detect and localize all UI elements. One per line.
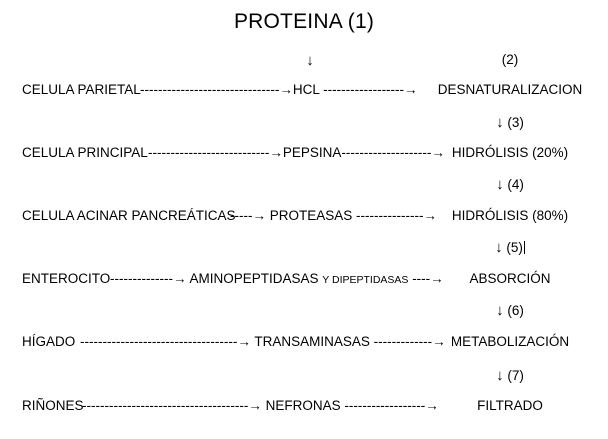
connector-6: ↓ (6) xyxy=(420,302,600,319)
row-connector: -----------------------------------→ TRA… xyxy=(80,334,446,349)
connector-4: ↓ (4) xyxy=(420,176,600,193)
connector-7-arrow: ↓ xyxy=(496,367,504,384)
row-result: HIDRÓLISIS (80%) xyxy=(451,208,569,223)
connector-5-arrow: ↓ xyxy=(495,239,503,256)
row-source: HÍGADO xyxy=(22,334,76,349)
connector-3-label: (3) xyxy=(507,115,524,130)
row-connector: ---------------------------→PEPSINA-----… xyxy=(148,145,445,160)
connector-6-arrow: ↓ xyxy=(496,302,504,319)
connector-5: ↓ (5) xyxy=(420,239,600,256)
text-cursor xyxy=(523,241,525,254)
row-source: CELULA ACINAR PANCREÁTICAS xyxy=(22,208,236,223)
connector-2: (2) xyxy=(420,52,600,67)
connector-5-label: (5) xyxy=(506,240,523,255)
row-source: CELULA PRINCIPAL xyxy=(22,145,148,160)
row-connector-note: Y DIPEPTIDASAS xyxy=(322,274,409,286)
flow-row: CELULA PARIETAL ------------------------… xyxy=(0,82,608,104)
page-title: PROTEINA (1) xyxy=(233,10,375,33)
row-result: ABSORCIÓN xyxy=(469,271,551,286)
connector-3-arrow: ↓ xyxy=(496,114,504,131)
connector-7: ↓ (7) xyxy=(420,367,600,384)
row-connector: -------------------------------------→ N… xyxy=(82,398,439,413)
connector-3: ↓ (3) xyxy=(420,114,600,131)
row-connector-main: --------------→ AMINOPEPTIDASAS xyxy=(110,271,319,286)
flow-row: CELULA ACINAR PANCREÁTICAS -----→ PROTEA… xyxy=(0,208,608,230)
connector-7-label: (7) xyxy=(507,368,524,383)
connector-2-label: (2) xyxy=(501,52,519,67)
row-result: FILTRADO xyxy=(477,398,543,413)
row-connector: -------------------------------→HCL ----… xyxy=(140,82,418,97)
row-connector-tail: ----→ xyxy=(412,271,444,286)
row-result: METABOLIZACIÓN xyxy=(450,334,570,349)
connector-6-label: (6) xyxy=(507,303,524,318)
row-source: RIÑONES xyxy=(22,398,84,413)
connector-4-arrow: ↓ xyxy=(496,176,504,193)
flow-row: CELULA PRINCIPAL -----------------------… xyxy=(0,145,608,167)
row-result: HIDRÓLISIS (20%) xyxy=(451,145,569,160)
flow-row: RIÑONES --------------------------------… xyxy=(0,398,608,420)
row-result: DESNATURALIZACION xyxy=(437,82,583,97)
row-source: CELULA PARIETAL xyxy=(22,82,141,97)
flow-row: HÍGADO ---------------------------------… xyxy=(0,334,608,356)
row-connector: --------------→ AMINOPEPTIDASAS Y DIPEPT… xyxy=(110,271,444,286)
flow-row: ENTEROCITO --------------→ AMINOPEPTIDAS… xyxy=(0,271,608,293)
row-connector: -----→ PROTEASAS ---------------→ xyxy=(230,208,437,223)
row-source: ENTEROCITO xyxy=(22,271,111,286)
protein-down-arrow: ↓ xyxy=(306,52,314,69)
connector-4-label: (4) xyxy=(507,177,524,192)
